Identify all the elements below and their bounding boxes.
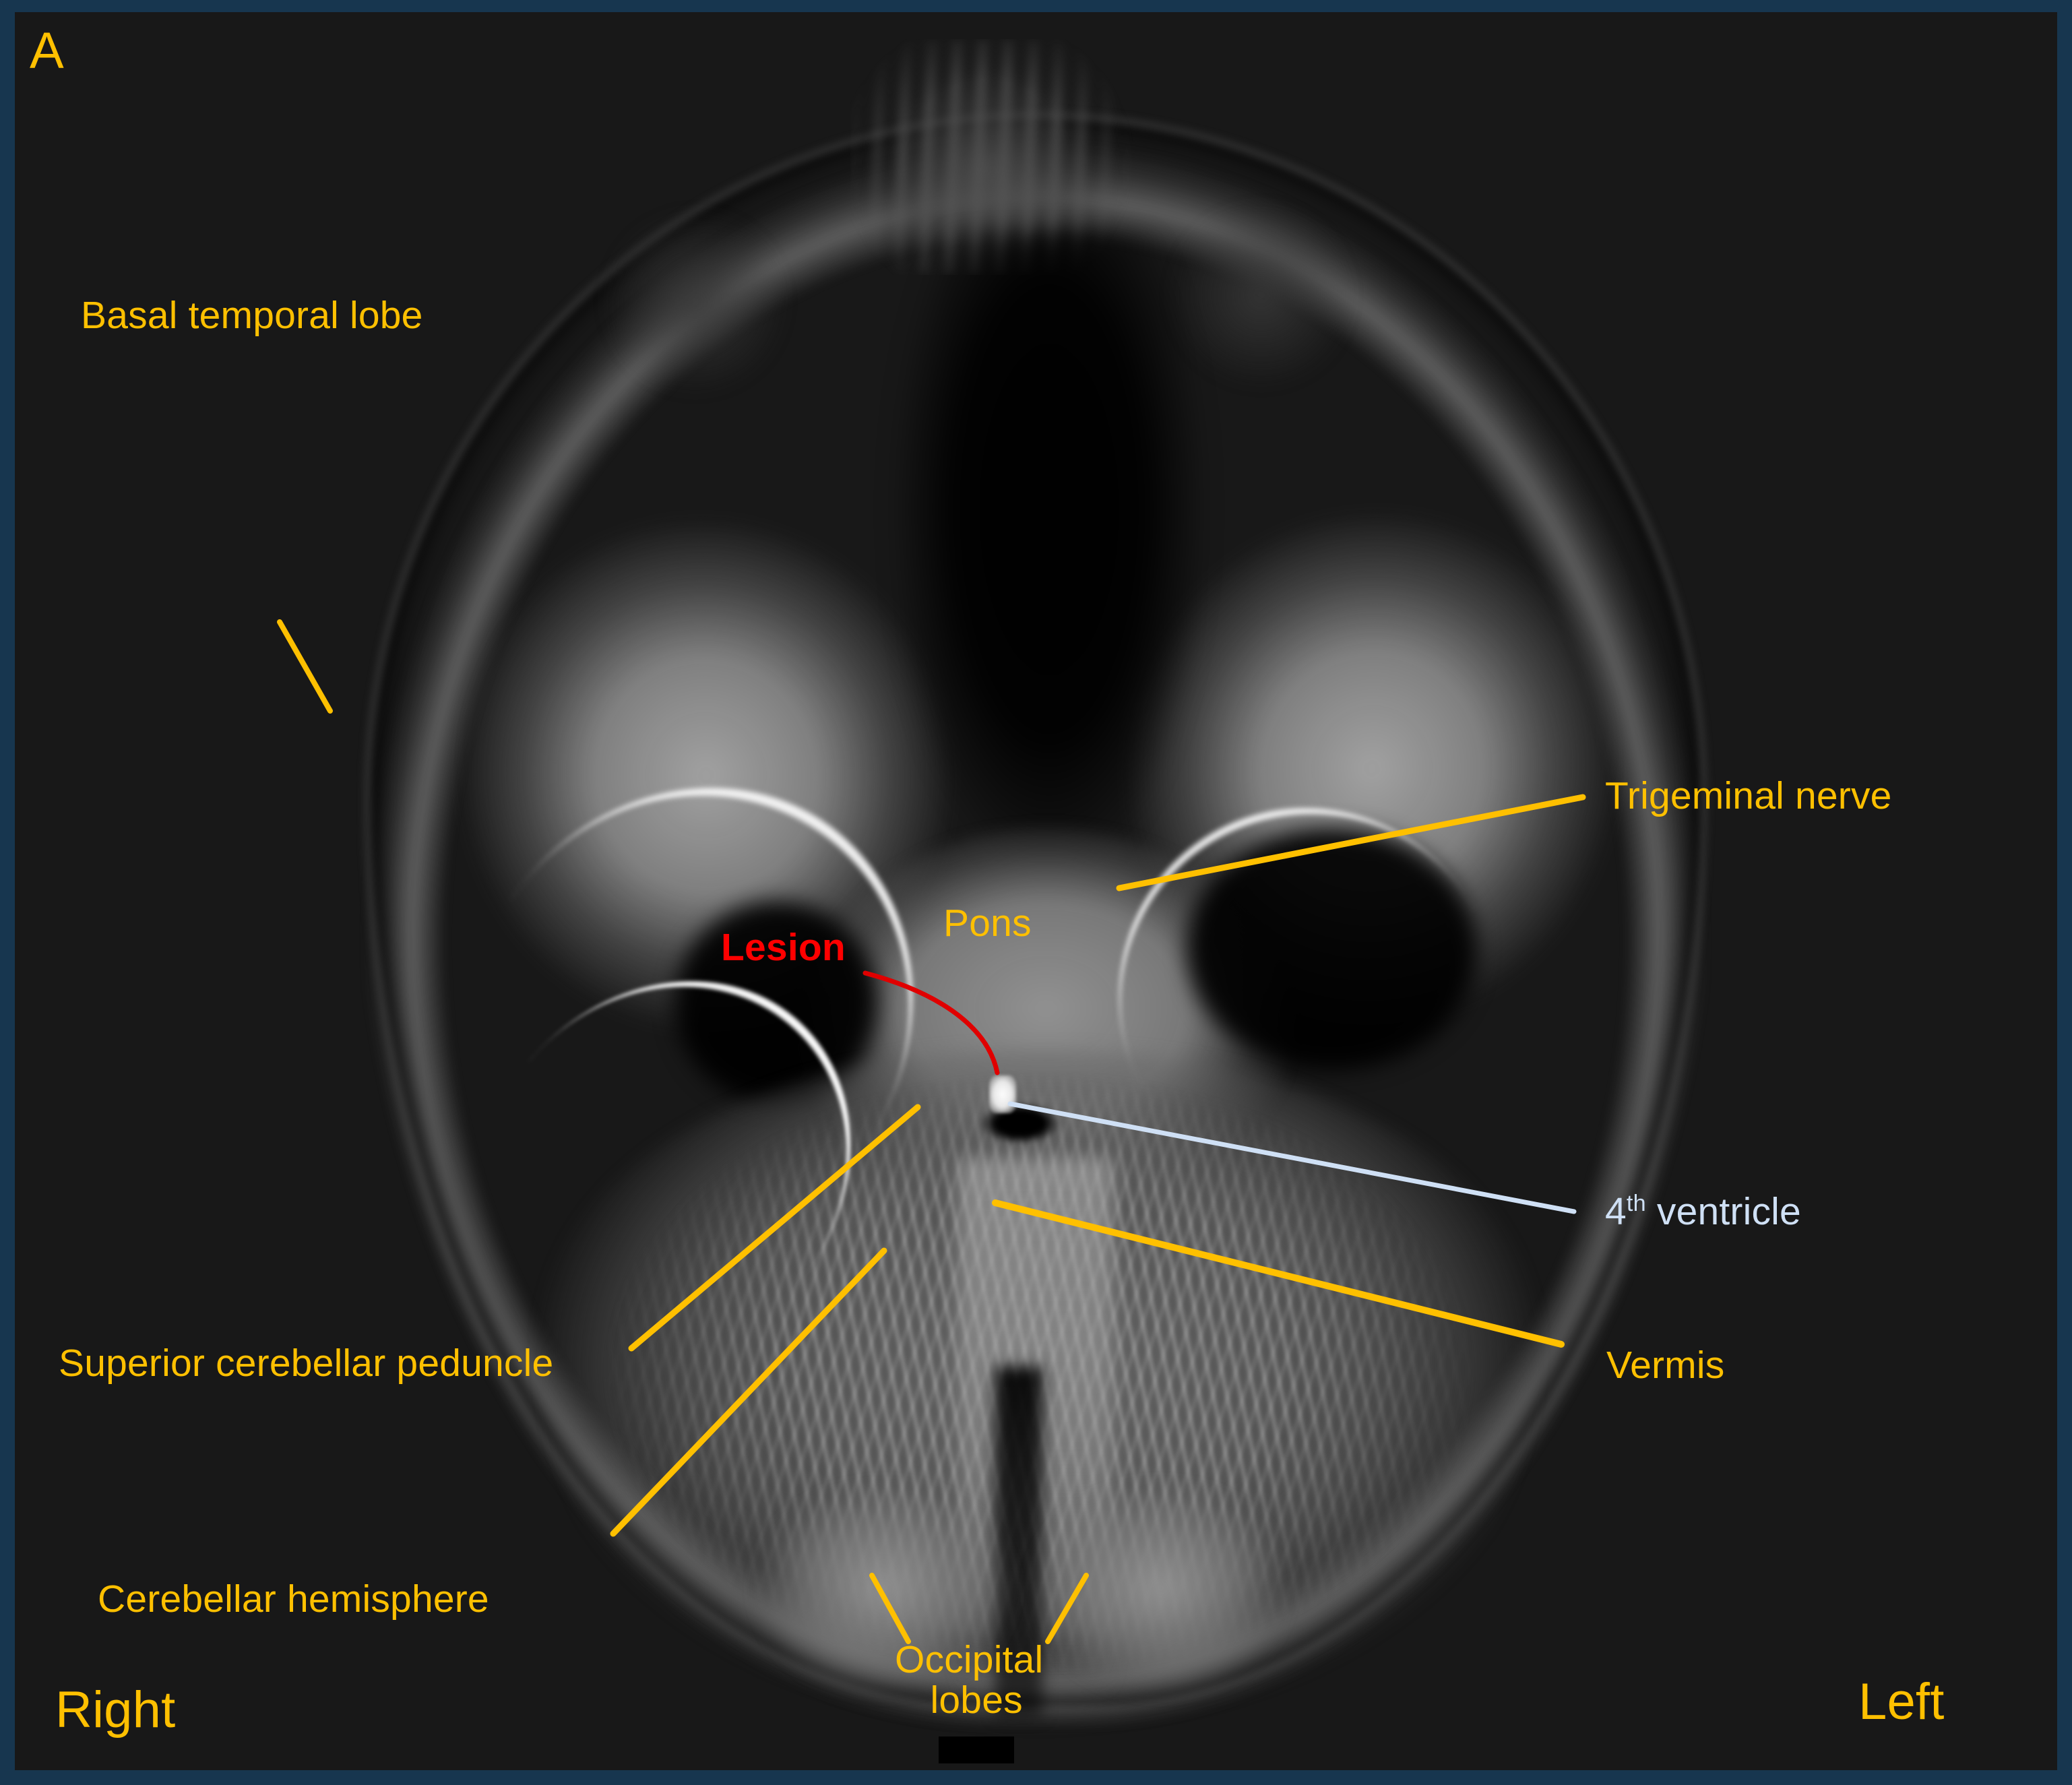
- leader-fourth-ventricle: [1007, 1101, 1577, 1214]
- occipital-lobes-line1: Occipital: [895, 1638, 1044, 1681]
- panel-label: A: [30, 22, 64, 80]
- label-vermis: Vermis: [1606, 1344, 1725, 1387]
- leader-cerebellar-hemisphere: [610, 1247, 887, 1537]
- leader-basal-temporal-lobe: [277, 619, 333, 714]
- orientation-label-right: Right: [55, 1681, 176, 1739]
- leader-vermis: [992, 1199, 1565, 1348]
- leader-occipital-lobe-right: [869, 1573, 911, 1644]
- orientation-label-left: Left: [1858, 1673, 1945, 1730]
- label-basal-temporal-lobe: Basal temporal lobe: [81, 294, 423, 337]
- label-fourth-ventricle: 4th ventricle: [1605, 1191, 1801, 1232]
- label-cerebellar-hemisphere: Cerebellar hemisphere: [98, 1577, 489, 1621]
- mri-image-plate: A Basal temporal lobe Trigeminal nerve P…: [15, 12, 2057, 1770]
- label-pons: Pons: [943, 902, 1032, 945]
- label-superior-cerebellar-peduncle: Superior cerebellar peduncle: [59, 1342, 554, 1385]
- fourth-ventricle-number: 4: [1605, 1190, 1627, 1233]
- leader-occipital-lobe-left: [1045, 1573, 1089, 1644]
- fourth-ventricle-word: ventricle: [1645, 1190, 1801, 1233]
- annotation-leader-lines: [277, 619, 1586, 1644]
- occipital-lobes-line2: lobes: [930, 1679, 1023, 1722]
- label-lesion: Lesion: [721, 926, 846, 969]
- leader-trigeminal-nerve: [1116, 794, 1586, 891]
- leader-lesion: [862, 970, 1000, 1075]
- censor-bar: [939, 1736, 1014, 1763]
- fourth-ventricle-superscript: th: [1626, 1191, 1646, 1216]
- leader-superior-cerebellar-peduncle: [628, 1104, 921, 1352]
- label-trigeminal-nerve: Trigeminal nerve: [1605, 774, 1892, 817]
